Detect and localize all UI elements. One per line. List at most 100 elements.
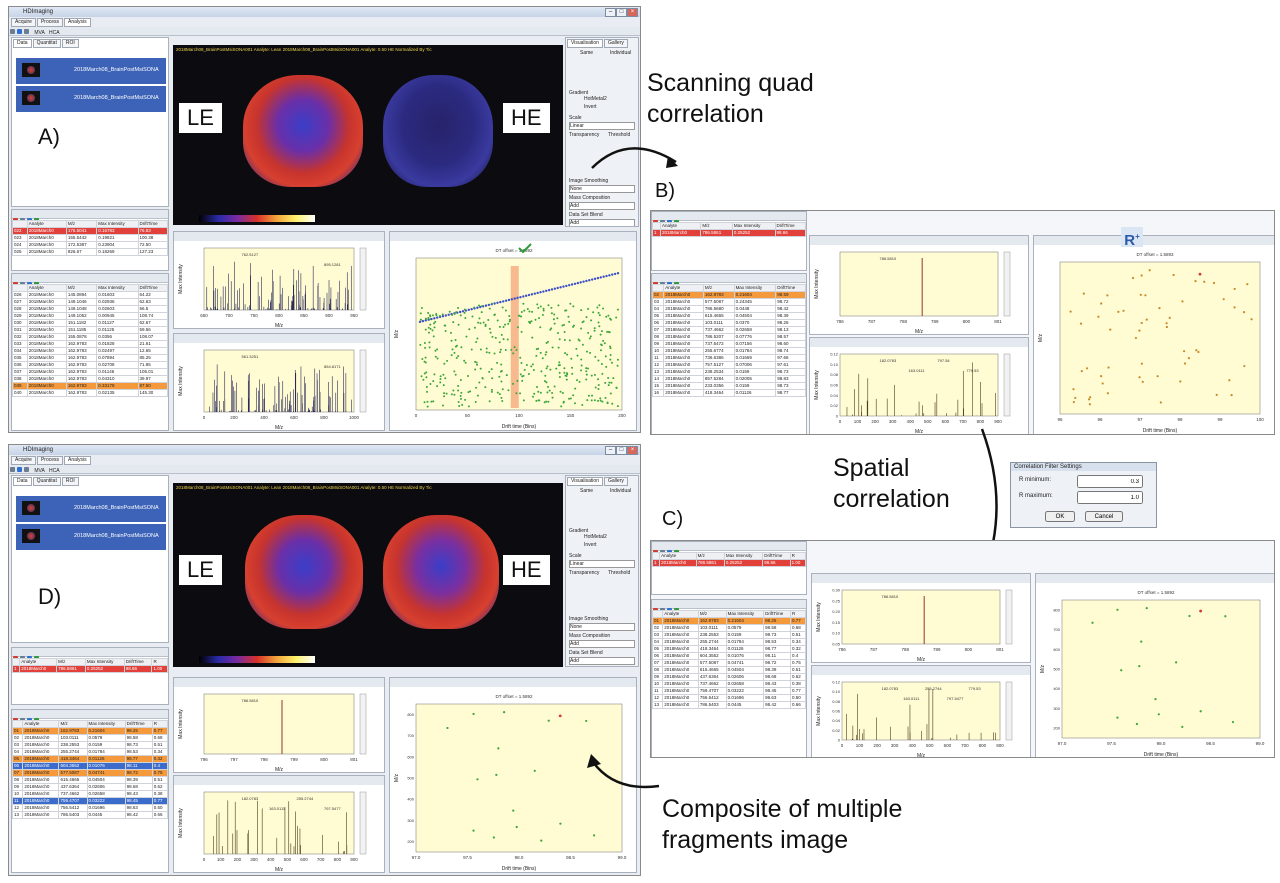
column-header[interactable]: Analyte bbox=[19, 658, 58, 666]
column-header[interactable]: Max Intensity bbox=[96, 220, 139, 228]
toolbar-mva[interactable]: MVA bbox=[34, 468, 45, 474]
smoothing-select[interactable]: None bbox=[569, 623, 635, 631]
scale-individual-option[interactable]: Individual bbox=[610, 488, 632, 494]
column-header[interactable]: DriftTime bbox=[137, 284, 168, 292]
settings-icon[interactable] bbox=[24, 467, 29, 472]
scale-same-option[interactable]: Same bbox=[580, 488, 594, 494]
toolbar-hca[interactable]: HCA bbox=[48, 30, 60, 36]
column-header[interactable]: M/z bbox=[58, 720, 88, 728]
column-header[interactable]: DriftTime bbox=[774, 222, 806, 230]
tab-acquire[interactable]: Acquire bbox=[11, 18, 36, 27]
scale-select[interactable]: Linear bbox=[569, 560, 635, 568]
maximize-button[interactable]: □ bbox=[616, 8, 627, 17]
column-header[interactable]: Analyte bbox=[26, 284, 67, 292]
dataset-item[interactable]: 2018March08_BrainPostMsiSONA bbox=[16, 58, 166, 84]
tab-roi[interactable]: ROI bbox=[61, 39, 79, 48]
cancel-button[interactable]: Cancel bbox=[1085, 511, 1123, 522]
invert-checkbox[interactable]: Invert bbox=[584, 104, 597, 110]
column-header[interactable]: DriftTime bbox=[123, 658, 153, 666]
column-header[interactable]: M/z bbox=[702, 284, 735, 292]
column-header[interactable]: DriftTime bbox=[124, 720, 153, 728]
tab-gallery[interactable]: Gallery bbox=[603, 39, 628, 48]
column-header[interactable]: R bbox=[789, 552, 806, 560]
dataset-item[interactable]: 2018March08_BrainPostMsiSONA bbox=[16, 86, 166, 112]
column-header[interactable]: Analyte bbox=[22, 720, 60, 728]
column-header[interactable]: Max Intensity bbox=[96, 284, 139, 292]
tab-data[interactable]: Data bbox=[13, 39, 32, 48]
column-header[interactable]: M/z bbox=[700, 222, 733, 230]
column-header[interactable]: Analyte bbox=[659, 552, 697, 560]
maximize-button[interactable]: □ bbox=[616, 446, 627, 455]
r-min-input[interactable] bbox=[1077, 475, 1143, 488]
close-button[interactable]: × bbox=[627, 446, 638, 455]
column-header[interactable]: Max Intensity bbox=[723, 552, 764, 560]
blend-select[interactable]: Add bbox=[569, 219, 635, 226]
column-header[interactable]: Analyte bbox=[663, 284, 704, 292]
tab-process[interactable]: Process bbox=[36, 18, 64, 27]
r-max-input[interactable] bbox=[1077, 491, 1143, 504]
column-header[interactable]: M/z bbox=[695, 552, 725, 560]
tab-quantitative[interactable]: Quantitat bbox=[32, 39, 61, 48]
column-header[interactable]: Max Intensity bbox=[731, 222, 776, 230]
column-header[interactable]: Max Intensity bbox=[733, 284, 777, 292]
settings-icon[interactable] bbox=[24, 29, 29, 34]
close-button[interactable]: × bbox=[627, 8, 638, 17]
tab-visualisation[interactable]: Visualisation bbox=[567, 477, 603, 486]
tab-analysis[interactable]: Analysis bbox=[64, 456, 91, 465]
gradient-option[interactable]: HotMetal2 bbox=[584, 534, 607, 540]
column-header[interactable]: M/z bbox=[56, 658, 86, 666]
open-icon[interactable] bbox=[17, 29, 22, 34]
save-icon[interactable] bbox=[10, 467, 15, 472]
tab-visualisation[interactable]: Visualisation bbox=[567, 39, 603, 48]
invert-checkbox[interactable]: Invert bbox=[584, 542, 597, 548]
column-header[interactable]: Analyte bbox=[662, 610, 699, 618]
dataset-item[interactable]: 2018March08_BrainPostMsiSONA bbox=[16, 496, 166, 522]
tab-analysis[interactable]: Analysis bbox=[64, 18, 91, 27]
tab-roi[interactable]: ROI bbox=[61, 477, 79, 486]
column-header[interactable]: M/z bbox=[697, 610, 727, 618]
column-header[interactable]: Max Intensity bbox=[84, 658, 125, 666]
column-header[interactable]: Max Intensity bbox=[86, 720, 126, 728]
column-header[interactable]: R bbox=[151, 720, 168, 728]
